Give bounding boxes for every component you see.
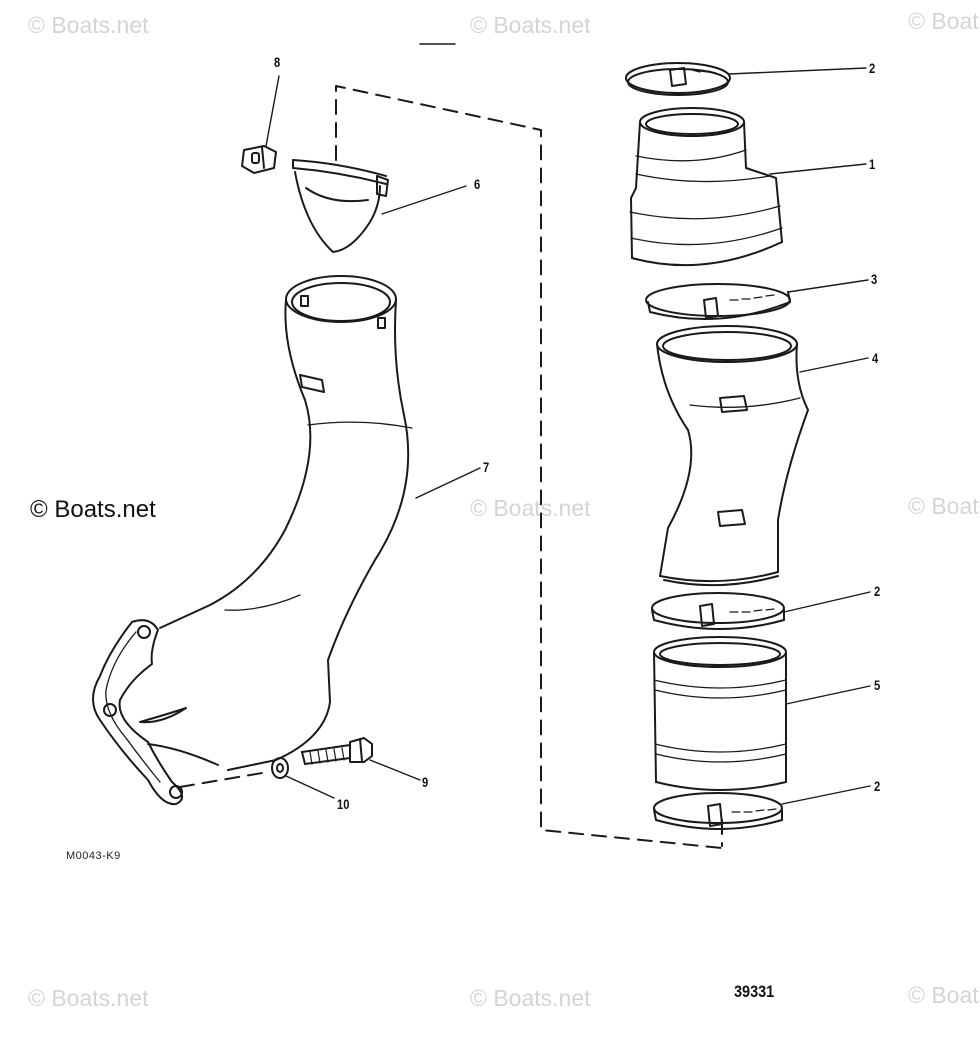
part-1-rubber-coupler [629,107,783,267]
watermark-top-right: © Boats.net [908,8,980,34]
callout-5: 5 [874,677,881,693]
part-4-offset-hose [656,325,809,587]
figure-number: 39331 [734,982,775,1001]
part-10-washer [271,757,289,779]
watermark-middle-center: © Boats.net [470,495,591,521]
callout-leader-lines [265,67,871,805]
part-5-straight-coupler [653,636,787,791]
part-9-bolt [301,737,373,765]
watermark-middle-right: © Boats.net [908,493,980,519]
callout-1: 1 [869,156,876,172]
part-2-hose-clamp-top [625,62,731,96]
part-2-hose-clamp-bottom [653,792,783,830]
callout-2-middle: 2 [874,583,881,599]
callout-9: 9 [422,774,429,790]
part-7-exhaust-elbow [92,275,413,806]
copyright-notice: © Boats.net [30,496,156,523]
watermark-top-center: © Boats.net [470,12,591,38]
callout-2-top: 2 [869,60,876,76]
callout-8: 8 [274,54,281,70]
drawing-code: M0043-K9 [66,850,121,862]
callout-6: 6 [474,176,481,192]
assembly-path-dashed [179,85,723,849]
watermark-bottom-center: © Boats.net [470,985,591,1011]
watermark-top-left: © Boats.net [28,12,149,38]
part-3-hose-clamp [645,283,791,321]
part-8-clip [241,145,277,174]
watermark-bottom-right: © Boats.net [908,982,980,1008]
callout-3: 3 [871,271,878,287]
callout-10: 10 [337,796,350,812]
callout-4: 4 [872,350,879,366]
callout-2-bottom: 2 [874,778,881,794]
callout-7: 7 [483,459,490,475]
part-6-flapper-valve [292,159,389,253]
part-2-hose-clamp-middle [651,592,785,630]
watermark-bottom-left: © Boats.net [28,985,149,1011]
